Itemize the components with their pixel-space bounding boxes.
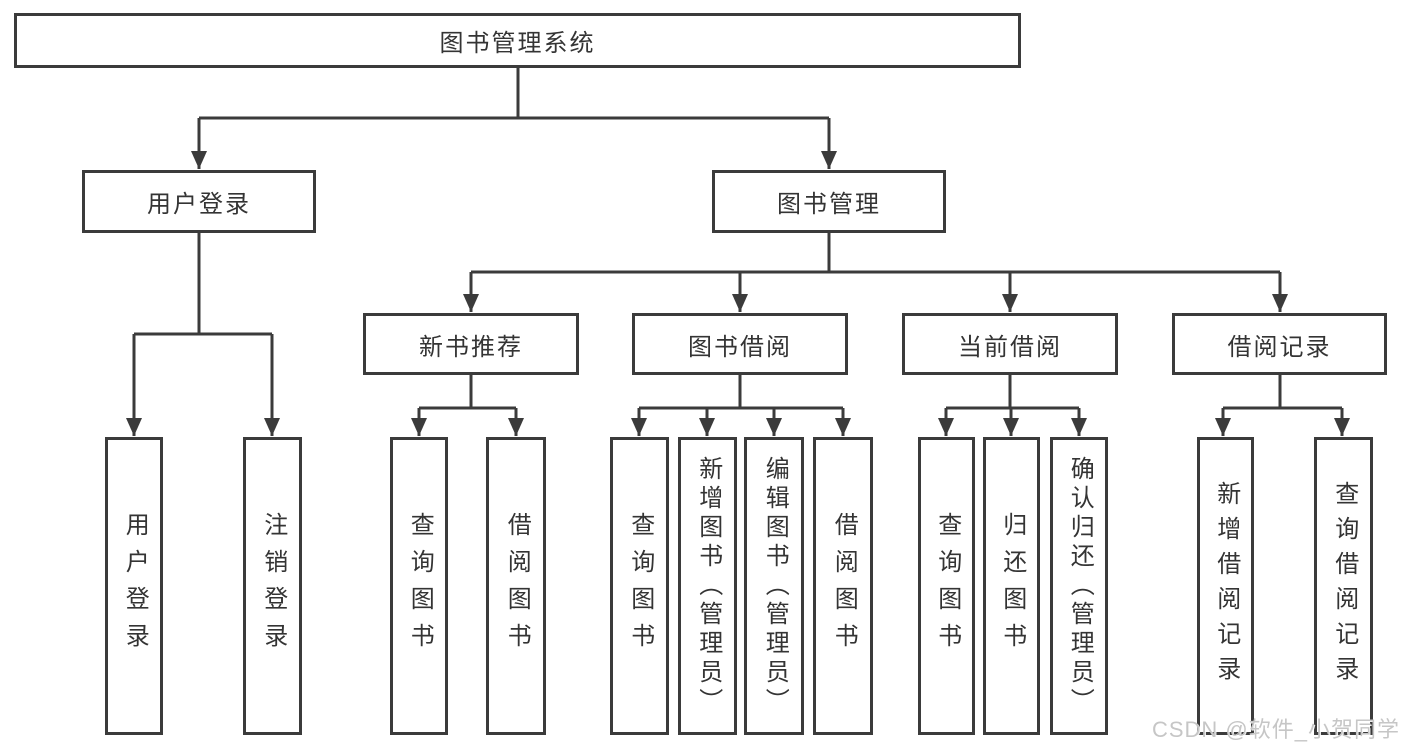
node-book-borrow-label: 图书借阅 xyxy=(688,333,792,361)
csdn-watermark: CSDN @软件_小贺同学 xyxy=(1151,717,1400,742)
node-current-borrow: 当前借阅 xyxy=(902,313,1118,375)
node-root-label: 图书管理系统 xyxy=(439,30,596,57)
node-user-login-leaf: 用户登录 xyxy=(105,437,163,735)
node-user-login: 用户登录 xyxy=(82,170,316,233)
node-bb-add-book-label: 新增图书（管理员） xyxy=(694,455,722,717)
node-cb-query-book-label: 查询图书 xyxy=(933,512,961,660)
node-borrow-records-label: 借阅记录 xyxy=(1227,333,1332,361)
node-borrow-records: 借阅记录 xyxy=(1172,313,1387,375)
node-nbr-borrow-book-label: 借阅图书 xyxy=(503,512,531,660)
node-new-book-recommend: 新书推荐 xyxy=(363,313,579,375)
node-bb-query-book: 查询图书 xyxy=(610,437,669,735)
node-user-login-label: 用户登录 xyxy=(147,191,251,218)
node-new-book-recommend-label: 新书推荐 xyxy=(419,333,523,361)
node-logout-label: 注销登录 xyxy=(259,512,287,660)
node-br-add-record-label: 新增借阅记录 xyxy=(1212,481,1240,691)
node-bb-borrow-book: 借阅图书 xyxy=(813,437,873,735)
node-bb-borrow-book-label: 借阅图书 xyxy=(830,512,858,660)
node-cb-return-book-label: 归还图书 xyxy=(998,512,1026,660)
node-nbr-borrow-book: 借阅图书 xyxy=(486,437,546,735)
node-book-management: 图书管理 xyxy=(712,170,946,233)
node-logout: 注销登录 xyxy=(243,437,302,735)
node-bb-edit-book: 编辑图书（管理员） xyxy=(744,437,804,735)
node-current-borrow-label: 当前借阅 xyxy=(958,333,1062,361)
node-br-query-record-label: 查询借阅记录 xyxy=(1330,481,1358,691)
node-bb-add-book: 新增图书（管理员） xyxy=(678,437,737,735)
node-cb-return-book: 归还图书 xyxy=(983,437,1040,735)
node-book-borrow: 图书借阅 xyxy=(632,313,848,375)
node-br-add-record: 新增借阅记录 xyxy=(1197,437,1254,735)
node-bb-query-book-label: 查询图书 xyxy=(626,512,654,660)
node-nbr-query-book-label: 查询图书 xyxy=(406,512,434,660)
node-cb-confirm-return-label: 确认归还（管理员） xyxy=(1066,455,1094,717)
node-user-login-leaf-label: 用户登录 xyxy=(121,512,149,660)
node-nbr-query-book: 查询图书 xyxy=(390,437,448,735)
node-cb-query-book: 查询图书 xyxy=(918,437,975,735)
node-bb-edit-book-label: 编辑图书（管理员） xyxy=(761,455,789,717)
node-root: 图书管理系统 xyxy=(14,13,1021,68)
node-cb-confirm-return: 确认归还（管理员） xyxy=(1050,437,1108,735)
node-br-query-record: 查询借阅记录 xyxy=(1314,437,1373,735)
node-book-management-label: 图书管理 xyxy=(777,191,881,218)
